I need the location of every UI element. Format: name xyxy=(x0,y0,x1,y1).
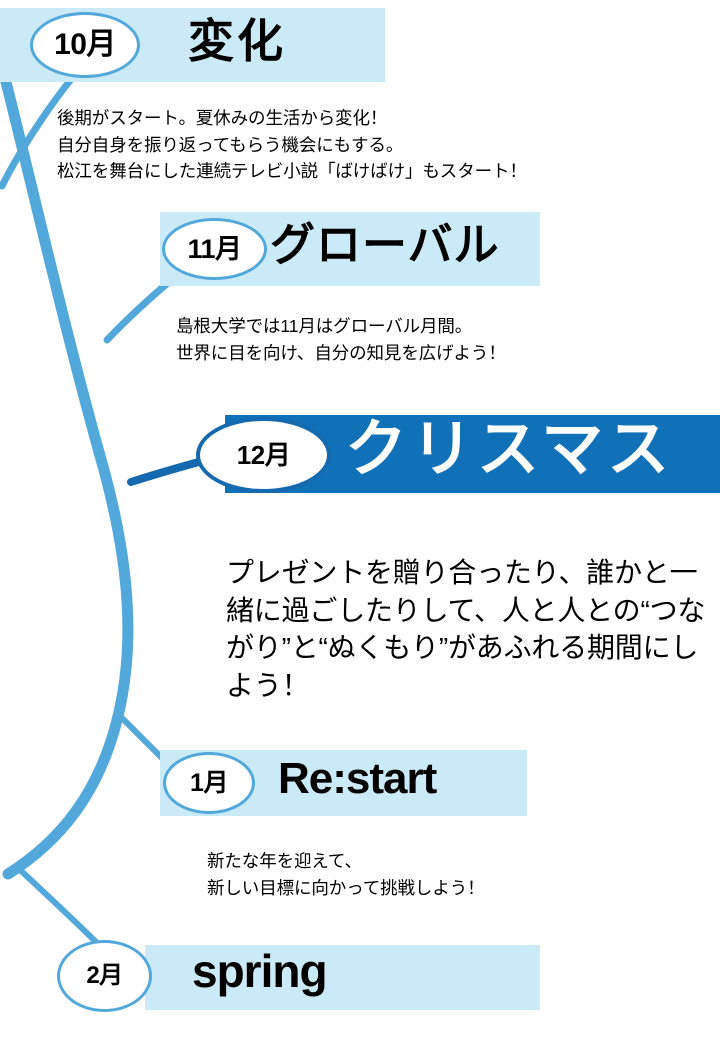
body-text-october: 後期がスタート。夏休みの生活から変化！ 自分自身を振り返ってもらう機会にもする。… xyxy=(57,108,527,182)
month-label-january: 1月 xyxy=(190,768,228,797)
month-label-february: 2月 xyxy=(86,962,123,989)
month-label-november: 11月 xyxy=(187,233,242,264)
heading-february: spring xyxy=(192,945,328,997)
stem-february-path xyxy=(15,865,99,945)
month-bubble-february[interactable]: 2月 xyxy=(57,940,152,1012)
month-bubble-december[interactable]: 12月 xyxy=(196,417,331,493)
month-bubble-january[interactable]: 1月 xyxy=(163,752,255,814)
body-text-january: 新たな年を迎えて、 新しい目標に向かって挑戦しよう！ xyxy=(207,851,485,898)
month-label-december: 12月 xyxy=(236,440,291,470)
heading-october: 変化 xyxy=(188,15,286,67)
banner-february xyxy=(145,945,540,1010)
month-bubble-november[interactable]: 11月 xyxy=(162,218,267,280)
month-bubble-october[interactable]: 10月 xyxy=(30,12,140,78)
heading-december: クリスマス xyxy=(345,415,674,484)
heading-january: Re:start xyxy=(278,754,437,803)
body-text-november: 島根大学では11月はグローバル月間。 世界に目を向け、自分の知見を広げよう！ xyxy=(176,316,506,363)
heading-november: グローバル xyxy=(270,219,500,270)
stem-december-path xyxy=(127,456,210,486)
body-text-december: プレゼントを贈り合ったり、誰かと一緒に過ごしたりして、人と人との“つながり”と“… xyxy=(226,557,706,701)
month-label-october: 10月 xyxy=(54,28,116,61)
